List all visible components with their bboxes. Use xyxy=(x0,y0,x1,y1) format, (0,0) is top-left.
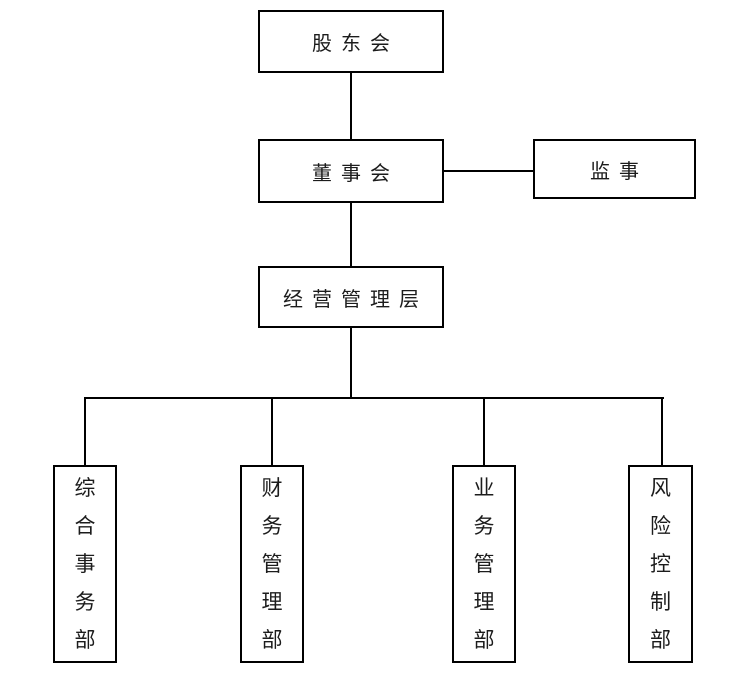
node-board-of-directors: 董事会 xyxy=(258,139,444,203)
node-dept-general-affairs-label: 综合事务部 xyxy=(74,476,96,652)
node-shareholders-meeting: 股东会 xyxy=(258,10,444,73)
node-board-of-directors-label: 董事会 xyxy=(312,162,399,185)
node-dept-financial-management-label: 财务管理部 xyxy=(261,476,283,652)
connector-bus-to-general-affairs xyxy=(84,397,86,465)
node-dept-risk-control: 风险控制部 xyxy=(628,465,693,663)
connector-board-to-supervisor xyxy=(444,170,533,172)
connector-management-to-bus xyxy=(350,328,352,397)
connector-bus-to-financial-management xyxy=(271,397,273,465)
node-dept-risk-control-label: 风险控制部 xyxy=(650,476,671,652)
connector-department-bus xyxy=(84,397,664,399)
node-dept-business-management: 业务管理部 xyxy=(452,465,516,663)
connector-board-to-management xyxy=(350,203,352,266)
node-supervisor: 监事 xyxy=(533,139,696,199)
node-dept-business-management-label: 业务管理部 xyxy=(473,476,495,652)
node-shareholders-meeting-label: 股东会 xyxy=(312,33,399,55)
connector-bus-to-business-management xyxy=(483,397,485,465)
node-dept-financial-management: 财务管理部 xyxy=(240,465,304,663)
connector-shareholders-to-board xyxy=(350,73,352,139)
node-management-layer-label: 经营管理层 xyxy=(283,288,428,311)
node-management-layer: 经营管理层 xyxy=(258,266,444,328)
node-supervisor-label: 监事 xyxy=(590,160,648,183)
node-dept-general-affairs: 综合事务部 xyxy=(53,465,117,663)
connector-bus-to-risk-control xyxy=(661,397,663,465)
